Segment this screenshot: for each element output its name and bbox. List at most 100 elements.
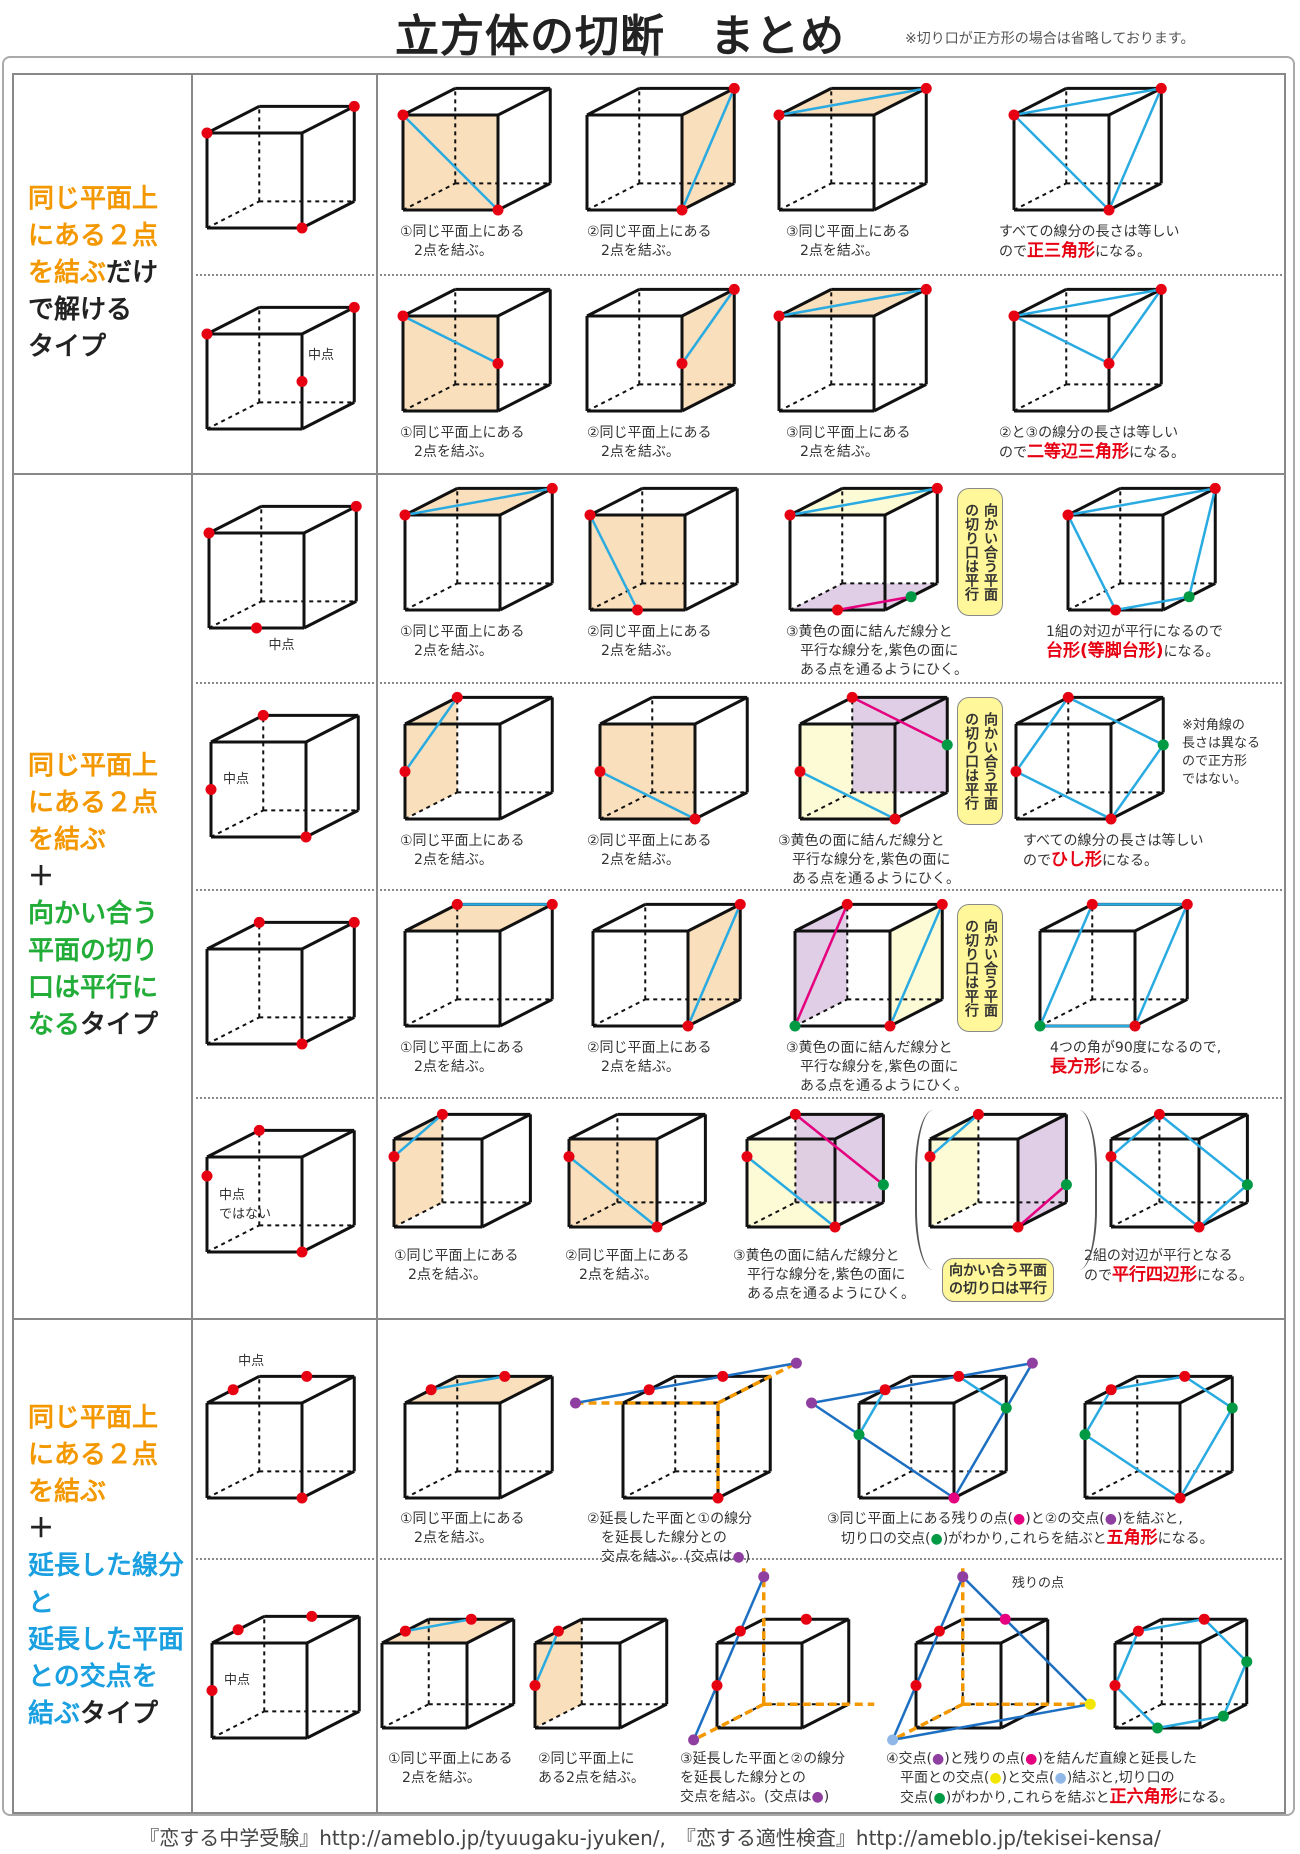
- section-label-line: にある２点: [28, 1437, 190, 1474]
- point-red: [499, 1370, 511, 1382]
- step-caption: ②と③の線分の長さは等しいので二等辺三角形になる。: [999, 424, 1185, 463]
- point-pink: [948, 1492, 960, 1504]
- point-red: [794, 765, 806, 777]
- step-caption: ②延長した平面と①の線分 を延長した線分との 交点を結ぶ。(交点は●): [587, 1510, 752, 1567]
- caption-text: 2点を結ぶ。: [587, 643, 680, 659]
- label-text: で解ける: [28, 294, 133, 325]
- caption-text: ③黄色の面に結んだ線分と: [778, 833, 945, 849]
- caption-line: 交点(●)がわかり,これらを結ぶと正六角形になる。: [886, 1788, 1234, 1808]
- hidden-edge: [534, 1703, 583, 1729]
- point-red: [1155, 283, 1167, 295]
- caption-line: 交点を結ぶ。(交点は●): [587, 1548, 752, 1567]
- cube-edge: [589, 487, 643, 517]
- point-dgreen: [941, 739, 953, 751]
- cube-edge: [794, 903, 848, 933]
- step-caption: ①同じ平面上にある 2点を結ぶ。: [400, 623, 525, 661]
- cut-line: [837, 595, 912, 612]
- caption-text: )がわかり,これらを結ぶと: [942, 1531, 1107, 1547]
- point-red: [296, 1038, 308, 1050]
- cut-line: [393, 1113, 444, 1158]
- caption-text: ●: [1054, 1770, 1067, 1786]
- step-cube: [380, 1613, 516, 1730]
- cube-edge: [499, 1470, 553, 1500]
- cube-edge: [301, 1016, 355, 1046]
- shaded-face-top: [405, 904, 553, 931]
- caption-line: ②同じ平面上にある: [587, 424, 712, 443]
- label-text: 向かい合う: [28, 898, 159, 929]
- hidden-edge: [794, 998, 848, 1027]
- caption-text: ②延長した平面と①の線分: [587, 1511, 753, 1527]
- bracket-around-step: [915, 1110, 1097, 1270]
- shaded-face-left: [405, 697, 458, 819]
- extension-line: [717, 1361, 798, 1405]
- label-text: 口は平行に: [28, 972, 159, 1003]
- shaded-face-left: [929, 1114, 979, 1227]
- label-line: 中点: [219, 1188, 246, 1203]
- point-red: [889, 813, 901, 825]
- point-red: [584, 509, 596, 521]
- caption-text: ①同じ平面上にある: [400, 224, 525, 240]
- caption-text: ●: [811, 1789, 824, 1805]
- cube-edge: [873, 288, 927, 318]
- caption-text: ●: [933, 1790, 946, 1806]
- caption-line: 2点を結ぶ。: [400, 1058, 525, 1077]
- step-caption: ①同じ平面上にある 2点を結ぶ。: [400, 1510, 525, 1548]
- point-red: [773, 109, 785, 121]
- hidden-edge: [381, 1703, 430, 1729]
- cube-edge: [873, 383, 927, 413]
- point-red: [734, 1625, 746, 1637]
- step-cube: [529, 1617, 669, 1730]
- section-label: 同じ平面上にある２点を結ぶ＋延長した線分と延長した平面との交点を結ぶタイプ: [14, 1318, 190, 1814]
- point-red: [348, 100, 360, 112]
- caption-text: になる。: [1197, 1268, 1253, 1284]
- badge-text: の切り口は平行: [949, 1281, 1047, 1297]
- cube-edge: [301, 1224, 355, 1254]
- caption-line: ③黄色の面に結んだ線分と: [786, 623, 968, 642]
- caption-text: 2点を結ぶ。: [400, 243, 493, 259]
- step-caption: ③黄色の面に結んだ線分と 平行な線分を,紫色の面に ある点を通るようにひく。: [733, 1247, 915, 1304]
- step-cube: [585, 283, 740, 413]
- caption-line: ③延長した平面と②の線分: [680, 1750, 845, 1769]
- caption-text: 2点を結ぶ。: [400, 1059, 493, 1075]
- caption-text: ③同じ平面上にある: [786, 224, 911, 240]
- caption-text: )と②の交点(: [1025, 1511, 1105, 1527]
- hidden-edge: [1084, 1470, 1138, 1499]
- caption-text: ①同じ平面上にある: [400, 1040, 525, 1056]
- caption-line: ある点を通るようにひく。: [786, 1077, 968, 1096]
- cube-edge: [1110, 1113, 1161, 1141]
- shaded-face-left: [535, 1619, 582, 1728]
- cube-edge: [305, 714, 359, 744]
- point-red: [348, 301, 360, 313]
- cut-line: [1017, 1183, 1068, 1228]
- caption-line: ③同じ平面上にある残りの点(●)と②の交点(●)を結ぶと,: [827, 1510, 1214, 1529]
- caption-text: 2点を結ぶ。: [400, 444, 493, 460]
- point-red: [953, 1370, 965, 1382]
- label-text: タイプ: [80, 1698, 159, 1729]
- hidden-edge: [1015, 791, 1069, 820]
- caption-line: ③黄色の面に結んだ線分と: [778, 832, 960, 851]
- point-red: [205, 783, 217, 795]
- label-text: 平面の切り: [28, 935, 159, 966]
- step-caption: ②同じ平面上にある 2点を結ぶ。: [587, 1039, 712, 1077]
- caption-text: になる。: [1163, 644, 1220, 660]
- caption-text: 平行な線分を,紫色の面に: [786, 1059, 959, 1075]
- label-text: 同じ平面上: [28, 1402, 159, 1433]
- hidden-edge: [393, 1201, 443, 1228]
- cube-edge: [894, 791, 948, 821]
- caption-line: ①同じ平面上にある: [400, 223, 525, 242]
- point-red: [399, 1625, 411, 1637]
- cube-edge: [301, 401, 355, 431]
- point-red: [676, 204, 688, 216]
- outer-frame: [2, 56, 1295, 1816]
- point-red: [399, 509, 411, 521]
- caption-line: 長方形になる。: [1050, 1058, 1221, 1078]
- hidden-edge: [1110, 1201, 1160, 1228]
- cube-edge: [656, 1113, 707, 1141]
- cube-edge: [206, 105, 260, 135]
- cube-edge: [1110, 791, 1164, 821]
- step-cube: [399, 482, 558, 612]
- caption-text: 2点を結ぶ。: [587, 243, 680, 259]
- step-cube: [1062, 482, 1221, 616]
- step-caption: すべての線分の長さは等しいのでひし形になる。: [1023, 832, 1203, 871]
- hidden-edge: [404, 1470, 458, 1499]
